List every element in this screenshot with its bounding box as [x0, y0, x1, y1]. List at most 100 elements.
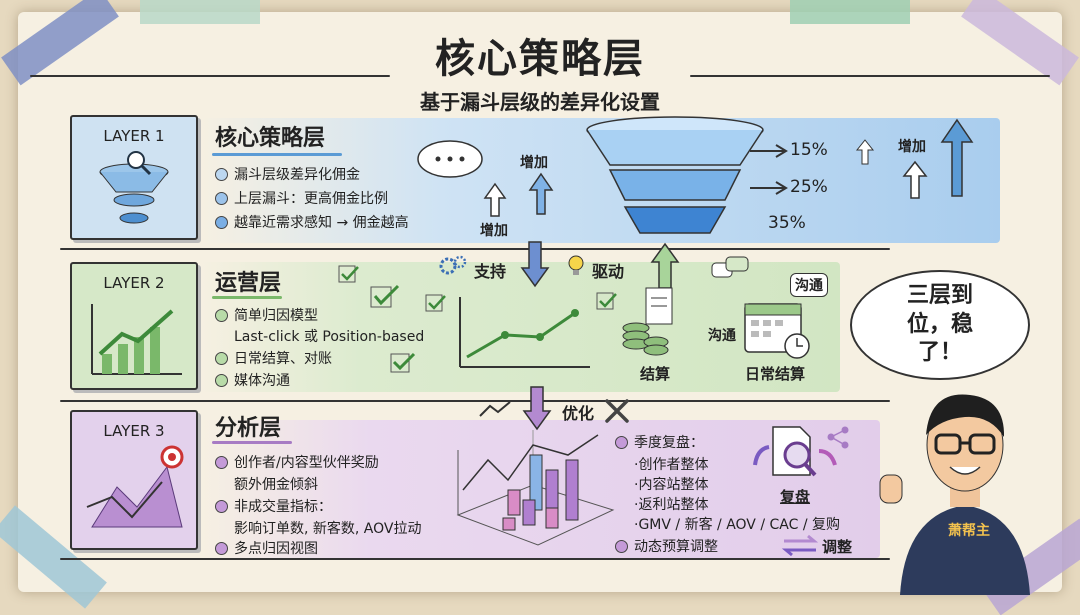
divider	[60, 400, 890, 402]
review-heading: 季度复盘：	[615, 432, 704, 452]
daily-settlement-label: 日常结算	[745, 365, 806, 383]
divider	[30, 75, 390, 77]
layer1-card: LAYER 1	[70, 115, 198, 240]
line-chart-icon	[459, 297, 590, 368]
increase-label: 增加	[898, 139, 926, 155]
up-arrow-icon	[940, 118, 974, 197]
review-item: ·内容站整体	[634, 474, 708, 494]
bullet-text: 额外佣金倾斜	[234, 477, 318, 493]
budget-bullet: 动态预算调整	[615, 536, 718, 556]
checkmark-icon	[370, 284, 400, 308]
right-arrow-icon	[750, 144, 788, 158]
up-arrow-icon	[855, 139, 875, 165]
layer2-heading: 运营层	[215, 271, 282, 296]
divider	[690, 75, 1050, 77]
bullet-text: 越靠近需求感知 → 佣金越高	[234, 215, 409, 231]
review-item-text: ·返利站整体	[634, 497, 709, 513]
thought-cloud-icon	[417, 140, 483, 178]
support-label: 支持	[474, 262, 507, 281]
review-item-text: ·GMV / 新客 / AOV / CAC / 复购	[634, 517, 840, 533]
trend-arrow-icon	[479, 401, 511, 417]
bullet-text: 影响订单数, 新客数, AOV拉动	[234, 521, 422, 537]
divider	[60, 248, 890, 250]
review-item: ·创作者整体	[634, 454, 708, 474]
checkmark-icon	[425, 294, 446, 312]
washi-tape	[140, 0, 260, 24]
layer3-bullet-continuation: 额外佣金倾斜	[234, 474, 318, 494]
up-arrow-icon	[483, 182, 507, 217]
layer1-heading: 核心策略层	[215, 126, 326, 151]
layer2-bullet: 媒体沟通	[215, 370, 290, 390]
checkmark-icon	[338, 265, 359, 283]
swap-arrows-icon	[781, 534, 819, 557]
funnel-icon	[586, 116, 764, 234]
heading-underline	[212, 153, 342, 156]
page-subtitle: 基于漏斗层级的差异化设置	[420, 90, 660, 114]
up-arrow-icon	[902, 160, 928, 199]
optimize-label: 优化	[562, 404, 595, 423]
washi-tape	[790, 0, 910, 24]
review-item-text: ·内容站整体	[634, 477, 709, 493]
bullet-text: 创作者/内容型伙伴奖励	[234, 455, 379, 471]
layer2-bullet: 日常结算、对账	[215, 348, 332, 368]
layer3-bullet: 多点归因视图	[215, 538, 318, 558]
shirt-text: 萧帮主	[948, 522, 990, 539]
adjust-label: 调整	[822, 538, 853, 556]
settlement-label: 结算	[640, 365, 671, 383]
page-title: 核心策略层	[435, 36, 645, 82]
funnel-percent: 25%	[790, 177, 828, 197]
layer1-card-label: LAYER 1	[103, 127, 165, 145]
layer1-bullet: 上层漏斗：更高佣金比例	[215, 188, 388, 208]
divider	[60, 558, 890, 560]
layer3-bullet: 非成交量指标：	[215, 496, 332, 516]
checkmark-icon	[390, 352, 416, 373]
up-arrow-icon	[528, 172, 554, 215]
layer2-card-label: LAYER 2	[103, 274, 165, 292]
heading-underline	[212, 441, 292, 444]
layer3-heading: 分析层	[215, 416, 282, 441]
bullet-text: 动态预算调整	[634, 539, 718, 555]
bullet-text: Last-click 或 Position-based	[234, 329, 425, 345]
increase-label: 增加	[520, 155, 548, 171]
funnel-percent: 15%	[790, 140, 828, 160]
bullet-text: 媒体沟通	[234, 373, 290, 389]
drive-label: 驱动	[592, 262, 625, 281]
bullet-text: 非成交量指标：	[234, 499, 332, 515]
up-arrow-icon	[650, 242, 680, 289]
layer3-bullet: 创作者/内容型伙伴奖励	[215, 452, 379, 472]
bullet-text: 多点归因视图	[234, 541, 318, 557]
review-item-text: ·创作者整体	[634, 457, 709, 473]
layer2-band	[200, 262, 840, 392]
analysis-chart-target-icon	[86, 445, 184, 528]
layer3-card-label: LAYER 3	[103, 422, 165, 440]
bar-growth-icon	[91, 304, 182, 375]
3d-bar-chart-icon	[456, 430, 615, 546]
layer1-bullet: 越靠近需求感知 → 佣金越高	[215, 212, 409, 232]
character-illustration: 萧帮主	[879, 394, 1030, 595]
funnel-magnifier-icon	[99, 151, 169, 224]
bullet-text: 漏斗层级差异化佣金	[234, 167, 360, 183]
bullet-text: 上层漏斗：更高佣金比例	[234, 191, 388, 207]
down-arrow-icon	[520, 241, 550, 288]
increase-label: 增加	[480, 223, 508, 239]
lightbulb-icon	[568, 255, 584, 275]
layer2-card: LAYER 2	[70, 262, 198, 390]
document-magnifier-icon	[753, 426, 849, 477]
chat-bubbles-icon	[711, 256, 749, 278]
gears-icon	[439, 255, 467, 275]
layer2-bullet-continuation: Last-click 或 Position-based	[234, 326, 424, 346]
heading-underline	[212, 296, 282, 299]
communicate-label: 沟通	[790, 273, 828, 297]
speech-bubble: 三层到位，稳了！	[850, 270, 1030, 380]
review-item: ·GMV / 新客 / AOV / CAC / 复购	[634, 514, 840, 534]
calendar-clock-icon	[744, 303, 810, 359]
layer1-bullet: 漏斗层级差异化佣金	[215, 164, 360, 184]
review-item: ·返利站整体	[634, 494, 708, 514]
tools-icon	[605, 399, 629, 423]
layer3-bullet-continuation: 影响订单数, 新客数, AOV拉动	[234, 518, 421, 538]
checkmark-icon	[596, 292, 617, 310]
layer2-bullet: 简单归因模型	[215, 305, 318, 325]
review-label: 复盘	[780, 488, 811, 506]
funnel-percent: 35%	[768, 213, 806, 233]
down-arrow-icon	[522, 386, 552, 431]
